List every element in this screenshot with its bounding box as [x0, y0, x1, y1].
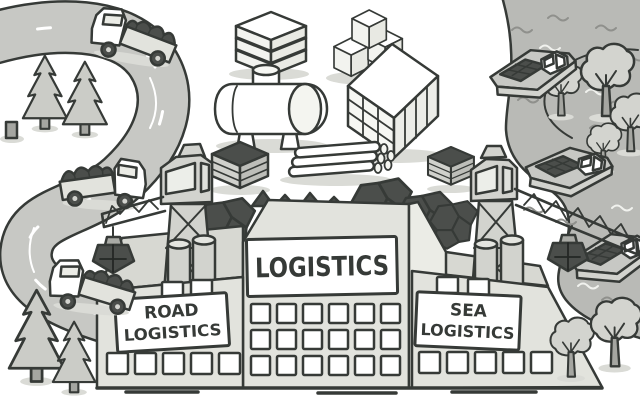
factory-windows-right-wing: [417, 275, 554, 375]
sign-road-logistics: ROAD LOGISTICS: [113, 291, 231, 354]
crate-stack-right: [426, 145, 475, 193]
sign-main: LOGISTICS: [244, 234, 400, 299]
sign-road-line1: ROAD: [144, 300, 199, 323]
crate-stack-left: [210, 140, 270, 195]
grab-bucket-right: [546, 241, 590, 273]
factory-windows-left-wing: [105, 278, 242, 376]
factory-windows-center: [249, 302, 402, 377]
sign-main-label: LOGISTICS: [255, 251, 390, 285]
pine-tree: [61, 60, 108, 140]
storage-tank: [213, 63, 329, 153]
tree-stump: [0, 120, 26, 145]
leafy-tree: [589, 296, 640, 374]
sign-sea-line1: SEA: [450, 300, 489, 322]
sign-sea-line2: LOGISTICS: [420, 320, 515, 343]
pipe-stack: [280, 140, 396, 186]
grab-bucket-left: [91, 243, 136, 275]
sign-sea-logistics: SEA LOGISTICS: [413, 290, 523, 352]
pine-tree: [21, 54, 68, 134]
